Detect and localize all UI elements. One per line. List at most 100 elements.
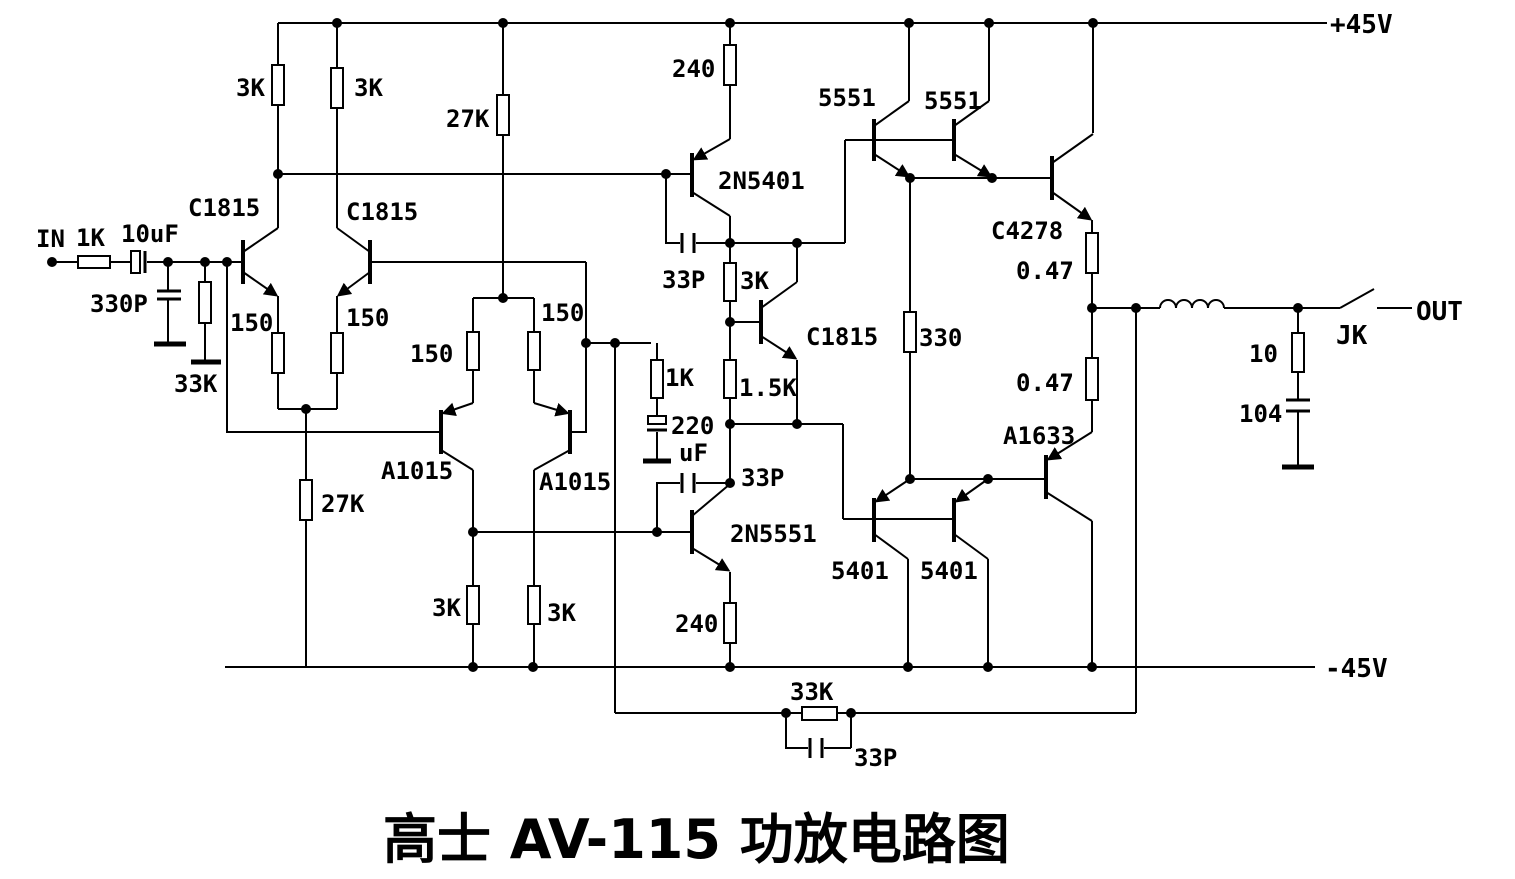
transistor-5401-driver-2 xyxy=(952,478,989,560)
label-r-out-top: 0.47 xyxy=(1016,257,1074,285)
resistor-240-top xyxy=(723,44,737,86)
label-c-fb-unit: uF xyxy=(679,439,708,467)
label-r-out-bottom: 0.47 xyxy=(1016,369,1074,397)
label-q-bias: C1815 xyxy=(806,323,878,351)
resistor-10-zobel xyxy=(1291,332,1305,373)
label-r-series-input: 1K xyxy=(76,224,105,252)
output-inductor xyxy=(1159,299,1225,309)
label-q-input-right: C1815 xyxy=(346,198,418,226)
label-out-terminal: OUT xyxy=(1416,297,1463,327)
label-in-terminal: IN xyxy=(36,225,65,253)
label-q-driver-bot2: 5401 xyxy=(920,557,978,585)
transistor-2n5551-vas-bottom xyxy=(690,483,731,572)
label-r-load-right: 3K xyxy=(354,74,383,102)
label-q-pnp-left: A1015 xyxy=(381,457,453,485)
label-c-miller-bottom: 33P xyxy=(741,464,784,492)
label-positive-rail: +45V xyxy=(1330,10,1393,40)
transistor-5401-driver-1 xyxy=(872,478,911,560)
transistor-5551-driver-1 xyxy=(872,100,911,178)
transistor-2n5401-vas-top xyxy=(690,138,731,217)
label-negative-rail: -45V xyxy=(1325,654,1388,684)
resistor-3k-load-left xyxy=(271,64,285,106)
label-r-tail-bottom: 27K xyxy=(321,490,365,518)
label-q-input-left: C1815 xyxy=(188,194,260,222)
label-r-bias-bottom: 1.5K xyxy=(739,374,797,402)
label-r-tail-top: 27K xyxy=(446,105,490,133)
speaker-switch-blade xyxy=(1339,288,1375,309)
label-r-load-pnp-left: 3K xyxy=(432,594,461,622)
label-speaker-switch: JK xyxy=(1336,321,1368,351)
resistor-047-top xyxy=(1085,232,1099,274)
resistor-240-bottom xyxy=(723,602,737,644)
resistor-3k-load-right xyxy=(330,67,344,109)
label-q-driver-bot1: 5401 xyxy=(831,557,889,585)
transistors xyxy=(241,100,1094,572)
resistor-33k-feedback xyxy=(801,706,838,721)
capacitors xyxy=(130,233,1314,758)
resistor-047-bottom xyxy=(1085,357,1099,401)
label-q-vas-bottom: 2N5551 xyxy=(730,520,817,548)
label-q-vas-top: 2N5401 xyxy=(718,167,805,195)
label-r-em-pnp-left: 150 xyxy=(410,340,453,368)
transistor-c1815-input-right xyxy=(336,227,372,297)
resistor-1k5-bias xyxy=(723,359,737,399)
label-c-feedback: 33P xyxy=(854,744,897,772)
wires xyxy=(52,22,1412,749)
label-c-zobel: 104 xyxy=(1239,400,1282,428)
capacitor-33p-miller-top xyxy=(680,233,696,253)
capacitor-330p-shunt xyxy=(157,289,181,301)
label-c-fb-value: 220 xyxy=(671,412,714,440)
label-c-miller-top: 33P xyxy=(662,266,705,294)
label-r-driver: 330 xyxy=(919,324,962,352)
transistor-c4278-output-top xyxy=(1050,133,1094,221)
capacitor-220uf-feedback xyxy=(647,415,667,432)
capacitor-33p-feedback xyxy=(808,738,824,758)
resistor-27k-tail-bottom xyxy=(299,479,313,521)
label-q-pnp-right: A1015 xyxy=(539,468,611,496)
label-c-input: 10uF xyxy=(121,220,179,248)
label-r-em-pnp-right: 150 xyxy=(541,299,584,327)
resistor-150-em-left xyxy=(271,332,285,374)
transistor-5551-driver-2 xyxy=(952,100,993,178)
label-q-driver-top2: 5551 xyxy=(924,87,982,115)
transistor-a1015-left xyxy=(439,402,474,471)
label-r-fb-dc: 1K xyxy=(665,364,694,392)
resistor-1k-feedback xyxy=(650,359,664,399)
resistor-3k-bias xyxy=(723,262,737,302)
resistor-330-driver xyxy=(903,311,917,353)
transistor-c1815-input-left xyxy=(241,227,279,297)
junction-dots xyxy=(47,18,1303,718)
labels: IN 1K 10uF 330P 33K C1815 C1815 3K 3K 27… xyxy=(36,10,1463,871)
label-r-load-left: 3K xyxy=(236,74,265,102)
label-r-vas-bottom: 240 xyxy=(675,610,718,638)
resistor-150-pnp-right xyxy=(527,331,541,371)
resistor-3k-pnp-right xyxy=(527,585,541,625)
label-r-em-right: 150 xyxy=(346,304,389,332)
label-c-input-shunt: 330P xyxy=(90,290,148,318)
resistor-150-pnp-left xyxy=(466,331,480,371)
resistor-27k-tail-top xyxy=(496,94,510,136)
resistor-150-em-right xyxy=(330,332,344,374)
transistor-c1815-bias xyxy=(759,281,798,360)
resistors xyxy=(77,44,1305,721)
resistor-1k-input xyxy=(77,255,111,269)
resistor-33k-input xyxy=(198,281,212,324)
transistor-a1633-output-bottom xyxy=(1044,431,1093,522)
transistor-a1015-right xyxy=(533,402,572,471)
capacitor-104-zobel xyxy=(1286,398,1310,413)
label-q-out-bottom: A1633 xyxy=(1003,422,1075,450)
capacitor-10uf-input xyxy=(130,250,147,274)
label-r-input-shunt: 33K xyxy=(174,370,218,398)
label-r-zobel: 10 xyxy=(1249,340,1278,368)
resistor-3k-pnp-left xyxy=(466,585,480,625)
label-q-driver-top1: 5551 xyxy=(818,84,876,112)
label-r-load-pnp-right: 3K xyxy=(547,599,576,627)
label-r-feedback: 33K xyxy=(790,678,834,706)
label-r-vas-top: 240 xyxy=(672,55,715,83)
label-q-out-top: C4278 xyxy=(991,217,1063,245)
capacitor-33p-miller-bottom xyxy=(680,473,696,493)
label-r-em-left: 150 xyxy=(230,309,273,337)
schematic-title: 高士 AV-115 功放电路图 xyxy=(383,808,1010,871)
